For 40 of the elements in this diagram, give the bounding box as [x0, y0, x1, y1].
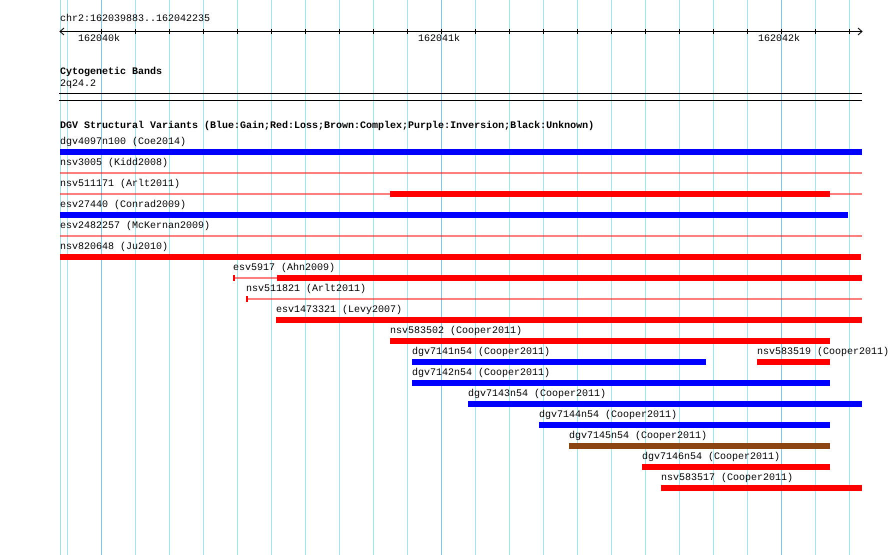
variant-row	[661, 473, 862, 493]
variant-row	[276, 305, 862, 325]
variant-row	[412, 347, 706, 367]
variant-label: dgv7146n54 (Cooper2011)	[642, 452, 780, 464]
variant-label: nsv583517 (Cooper2011)	[661, 473, 794, 485]
variant-row	[60, 179, 862, 199]
variant-label: nsv820648 (Ju2010)	[60, 242, 168, 254]
variant-label: dgv7142n54 (Cooper2011)	[412, 368, 550, 380]
variant-row	[412, 368, 830, 388]
variant-label: dgv7143n54 (Cooper2011)	[468, 389, 606, 401]
locus-label: chr2:162039883..162042235	[60, 14, 210, 26]
variant-row	[233, 263, 862, 283]
variant-label: nsv511171 (Arlt2011)	[60, 179, 180, 191]
variant-label: esv2482257 (McKernan2009)	[60, 221, 210, 233]
variant-row	[642, 452, 830, 472]
variant-label: dgv4097n100 (Coe2014)	[60, 137, 186, 149]
variant-label: dgv7141n54 (Cooper2011)	[412, 347, 550, 359]
tick-label: 162042k	[758, 34, 800, 46]
variant-row	[468, 389, 862, 409]
tick-label: 162040k	[78, 34, 120, 46]
variant-label: nsv3005 (Kidd2008)	[60, 158, 168, 170]
track-title: Cytogenetic Bands	[60, 67, 162, 79]
variant-row	[60, 137, 862, 157]
variant-label: dgv7144n54 (Cooper2011)	[539, 410, 678, 422]
variant-label: nsv511821 (Arlt2011)	[246, 284, 366, 296]
variant-row	[60, 200, 848, 220]
variant-row	[60, 242, 861, 262]
track-title: DGV Structural Variants (Blue:Gain;Red:Loss;Brown:Complex;Purple:Inversion;Black:Unknown)	[60, 121, 594, 133]
variant-label: esv5917 (Ahn2009)	[233, 263, 336, 275]
band-label: 2q24.2	[60, 79, 96, 91]
variant-label: esv1473321 (Levy2007)	[276, 305, 402, 317]
variant-label: nsv583519 (Cooper2011)	[757, 347, 890, 359]
variant-label: esv27440 (Conrad2009)	[60, 200, 186, 212]
variant-label: nsv583502 (Cooper2011)	[390, 326, 522, 338]
variant-row	[539, 410, 830, 430]
variant-row	[246, 284, 862, 304]
variant-label: dgv7145n54 (Cooper2011)	[569, 431, 708, 443]
variant-row	[569, 431, 830, 451]
variant-row	[390, 326, 830, 346]
tick-label: 162041k	[418, 34, 460, 46]
